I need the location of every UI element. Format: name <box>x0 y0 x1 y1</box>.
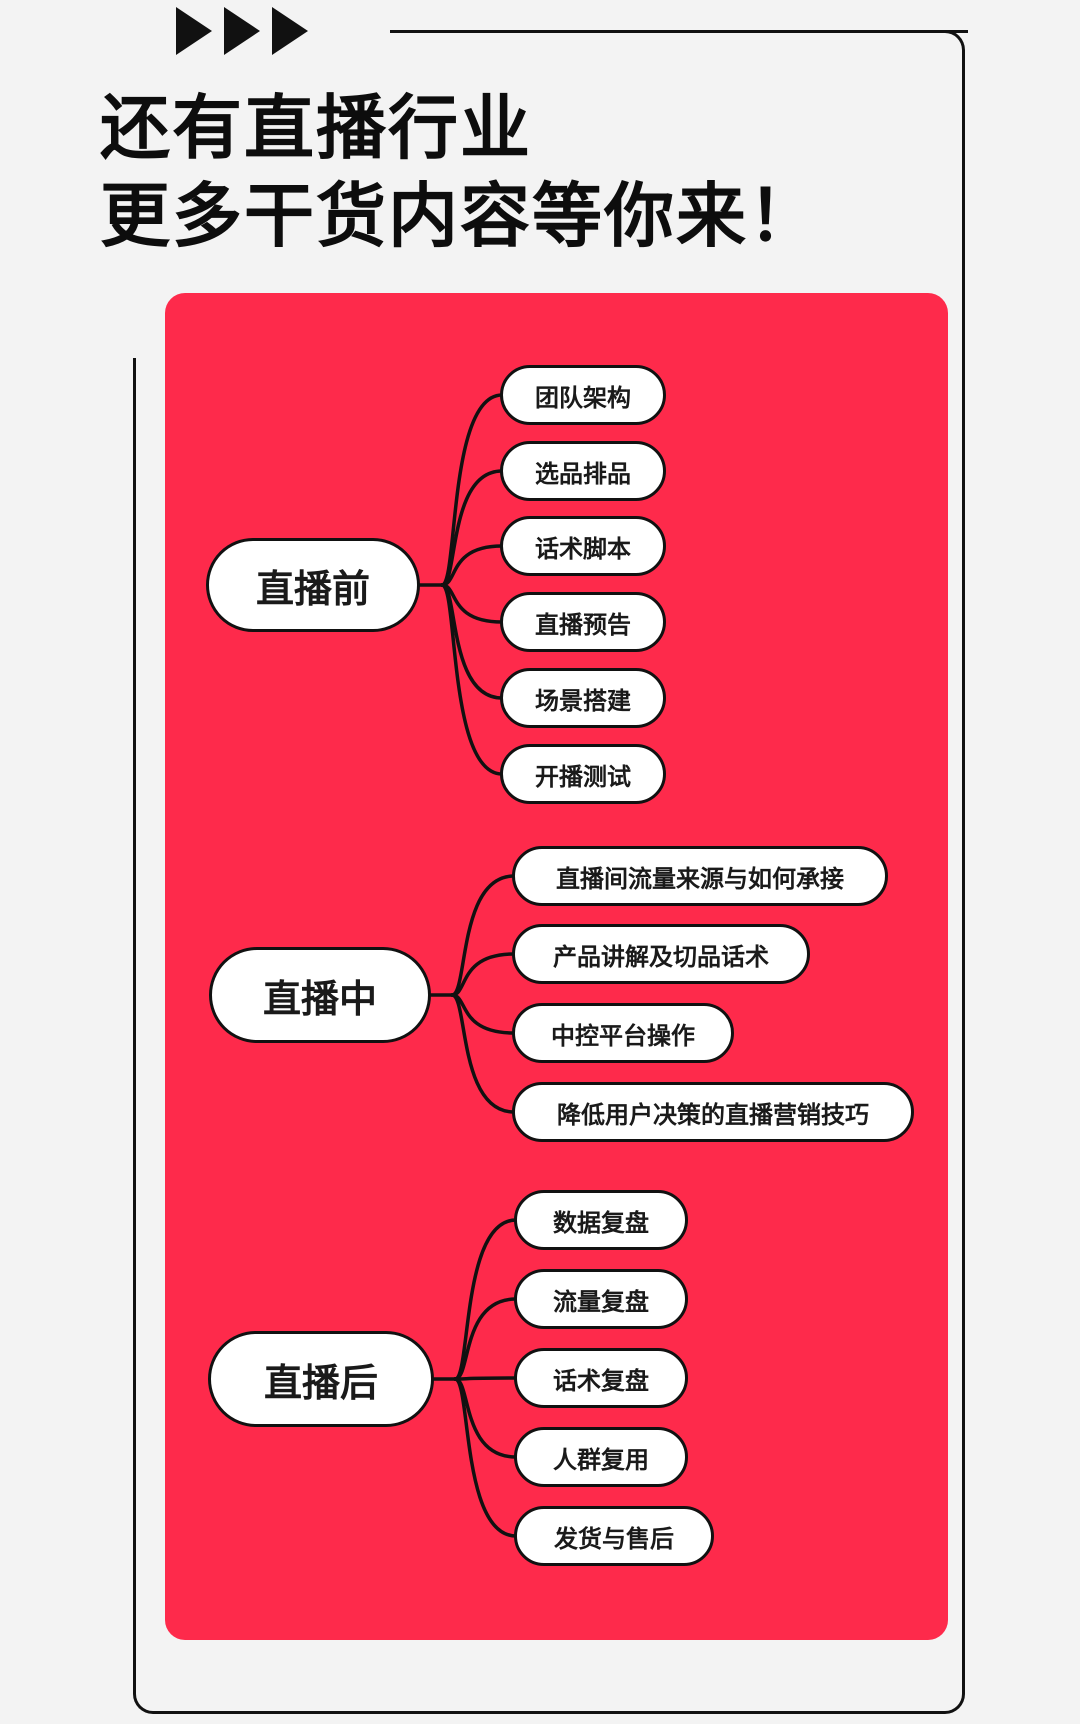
leaf-team-structure: 团队架构 <box>500 365 666 425</box>
leaf-shipping-aftersales: 发货与售后 <box>514 1506 714 1566</box>
leaf-control-platform: 中控平台操作 <box>512 1003 734 1063</box>
leaf-product-pitch: 产品讲解及切品话术 <box>512 924 810 984</box>
leaf-script-review: 话术复盘 <box>514 1348 688 1408</box>
leaf-traffic-review: 流量复盘 <box>514 1269 688 1329</box>
leaf-product-selection: 选品排品 <box>500 441 666 501</box>
frame-line-top <box>390 30 968 33</box>
connector-branch-1-6 <box>440 583 504 776</box>
headline: 还有直播行业 更多干货内容等你来！ <box>100 84 820 260</box>
leaf-data-review: 数据复盘 <box>514 1190 688 1250</box>
connector-branch-3-5 <box>453 1377 518 1538</box>
leaf-live-preview: 直播预告 <box>500 592 666 652</box>
connector-branch-3-2 <box>453 1297 518 1381</box>
connector-branch-1-3 <box>440 544 504 587</box>
leaf-scene-setup: 场景搭建 <box>500 668 666 728</box>
connector-branch-2-1 <box>450 874 516 997</box>
connector-branch-2-2 <box>450 952 516 997</box>
leaf-traffic-source: 直播间流量来源与如何承接 <box>512 846 888 906</box>
headline-line-1: 还有直播行业 <box>100 87 532 169</box>
arrow-icon-2 <box>224 7 260 55</box>
leaf-live-test: 开播测试 <box>500 744 666 804</box>
leaf-audience-reuse: 人群复用 <box>514 1427 688 1487</box>
leaf-script: 话术脚本 <box>500 516 666 576</box>
connector-branch-2-4 <box>450 993 516 1114</box>
frame-line-bottom <box>160 1711 945 1714</box>
connector-branch-1-2 <box>440 469 504 587</box>
connector-branch-3-3 <box>453 1376 518 1381</box>
node-pre-live: 直播前 <box>206 538 420 632</box>
connector-branch-1-5 <box>440 583 504 700</box>
node-during-live: 直播中 <box>209 947 431 1043</box>
frame-line-left <box>133 358 163 1714</box>
headline-line-2: 更多干货内容等你来！ <box>100 175 820 257</box>
arrow-icon-3 <box>272 7 308 55</box>
node-post-live: 直播后 <box>208 1331 434 1427</box>
leaf-marketing-tips: 降低用户决策的直播营销技巧 <box>512 1082 914 1142</box>
arrow-icon-1 <box>176 7 212 55</box>
